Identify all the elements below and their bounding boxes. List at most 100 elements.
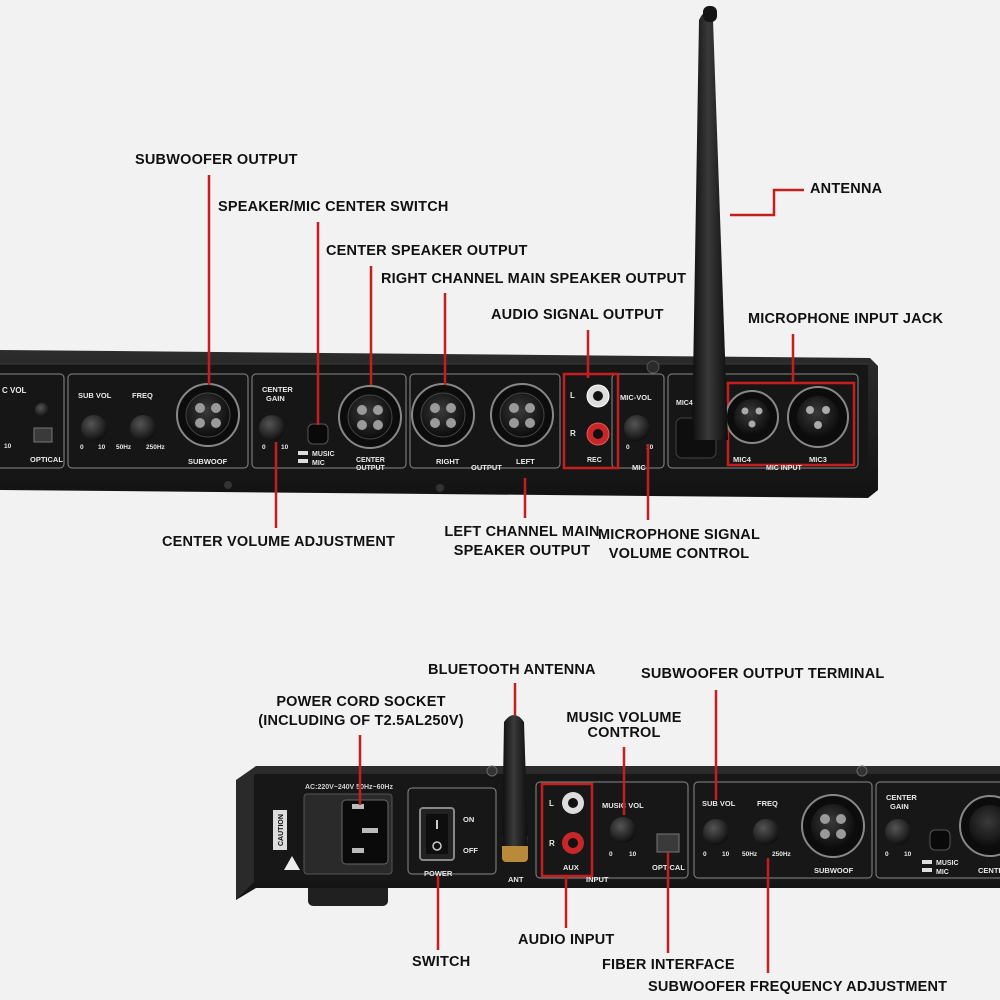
label-input: INPUT [586,875,609,884]
label-ant: ANT [508,875,524,884]
label-power: POWER [424,869,453,878]
scale-50hz: 50Hz [116,444,132,451]
callout-line: (INCLUDING OF T2.5AL250V) [258,713,464,729]
scale-10: 10 [4,443,12,450]
label-mic-vol-partial: C VOL [2,386,27,395]
label-center: CENTER [356,457,385,464]
callout-audio-input: AUDIO INPUT [518,932,615,948]
center-gain-knob [885,819,911,845]
callout-microphone-input-jack: MICROPHONE INPUT JACK [748,311,944,327]
callout-left-channel-main-speaker-output: LEFT CHANNEL MAIN SPEAKER OUTPUT [422,523,622,561]
callout-right-channel-main-speaker-output: RIGHT CHANNEL MAIN SPEAKER OUTPUT [381,271,687,287]
label-optical: OPTICAL [30,455,63,464]
label-sub-vol: SUB VOL [702,799,736,808]
callout-antenna: ANTENNA [810,181,883,197]
callout-speaker-mic-center-switch: SPEAKER/MIC CENTER SWITCH [218,199,449,215]
optical-port [33,427,53,443]
mic-vol-knob [624,415,650,441]
label-freq: FREQ [757,799,778,808]
label-gain: GAIN [890,802,909,811]
label-rec: REC [587,457,602,464]
label-sub-vol: SUB VOL [78,391,112,400]
screw [646,360,660,374]
scale-10: 10 [646,444,654,451]
label-r: R [549,839,555,848]
sub-vol-knob [703,819,729,845]
label-left: LEFT [516,457,535,466]
scale-10: 10 [904,851,912,858]
callout-music-volume-control: MUSIC VOLUME CONTROL [554,711,694,741]
label-mic-vol: MIC-VOL [620,393,652,402]
top-unit: C VOL OPTICAL 10 SUB VOL 0 10 FREQ 50Hz … [0,6,878,498]
warning-icon [284,856,300,870]
label-off: OFF [463,846,478,855]
optical-port [656,833,680,853]
callout-subwoofer-frequency-adjustment: SUBWOOFER FREQUENCY ADJUSTMENT [648,979,948,995]
callout-microphone-signal-volume-control: MICROPHONE SIGNAL VOLUME CONTROL [594,526,764,564]
label-music: MUSIC [312,451,335,458]
callout-line: MICROPHONE SIGNAL [597,527,761,543]
label-mic3: MIC3 [809,455,827,464]
callout-subwoofer-output-terminal: SUBWOOFER OUTPUT TERMINAL [641,666,885,682]
label-freq: FREQ [132,391,153,400]
label-cent: CENTE [978,866,1000,875]
callout-subwoofer-output: SUBWOOFER OUTPUT [135,152,298,168]
freq-knob [130,415,156,441]
screw [856,765,868,777]
scale-0: 0 [626,444,630,451]
antenna [692,12,728,440]
speaker-mic-switch [307,423,329,445]
callout-power-cord-socket: POWER CORD SOCKET (INCLUDING OF T2.5AL25… [244,693,478,731]
callout-fiber-interface: FIBER INTERFACE [602,957,735,973]
label-gain: GAIN [266,394,285,403]
scale-10: 10 [98,444,106,451]
scale-250hz: 250Hz [146,444,166,451]
scale-250hz: 250Hz [772,851,792,858]
rec-output-highlight [562,372,620,470]
callout-line: SPEAKER OUTPUT [453,543,591,559]
callout-line: CONTROL [587,725,661,741]
screw [224,481,232,489]
callout-center-speaker-output: CENTER SPEAKER OUTPUT [326,243,528,259]
scale-0: 0 [262,444,266,451]
screw [486,765,498,777]
label-output: OUTPUT [356,465,386,472]
center-gain-knob [259,415,285,441]
label-mic: MIC [312,460,325,467]
label-center: CENTER [262,385,293,394]
callout-audio-signal-output: AUDIO SIGNAL OUTPUT [491,307,664,323]
callout-line: LEFT CHANNEL MAIN [444,524,600,540]
label-output: OUTPUT [471,463,502,472]
label-on: ON [463,815,474,824]
sub-vol-knob [81,415,107,441]
knob-partial [35,403,49,417]
label-mic-input: MIC INPUT [766,465,803,472]
label-aux: AUX [563,863,579,872]
bottom-unit: AC:220V~240V 50Hz~60Hz CAUTION ON OFF PO… [236,715,1000,906]
scale-10: 10 [281,444,289,451]
scale-0: 0 [885,851,889,858]
label-r: R [570,429,576,438]
label-mic4-partial: MIC4 [676,400,693,407]
screw [436,484,444,492]
label-mic: MIC [936,869,949,876]
label-l: L [570,391,575,400]
scale-10: 10 [722,851,730,858]
label-right: RIGHT [436,457,460,466]
label-mic4: MIC4 [733,455,752,464]
label-subwoof: SUBWOOF [814,866,854,875]
label-subwoof: SUBWOOF [188,457,228,466]
callout-line: MUSIC VOLUME [566,710,682,726]
scale-50hz: 50Hz [742,851,758,858]
freq-knob [753,819,779,845]
scale-0: 0 [609,851,613,858]
label-ac-rating: AC:220V~240V 50Hz~60Hz [305,784,393,791]
speaker-mic-switch [929,829,951,851]
label-center: CENTER [886,793,917,802]
callout-switch: SWITCH [412,954,471,970]
label-l: L [549,799,554,808]
music-vol-knob [610,817,636,843]
label-music: MUSIC [936,860,959,867]
